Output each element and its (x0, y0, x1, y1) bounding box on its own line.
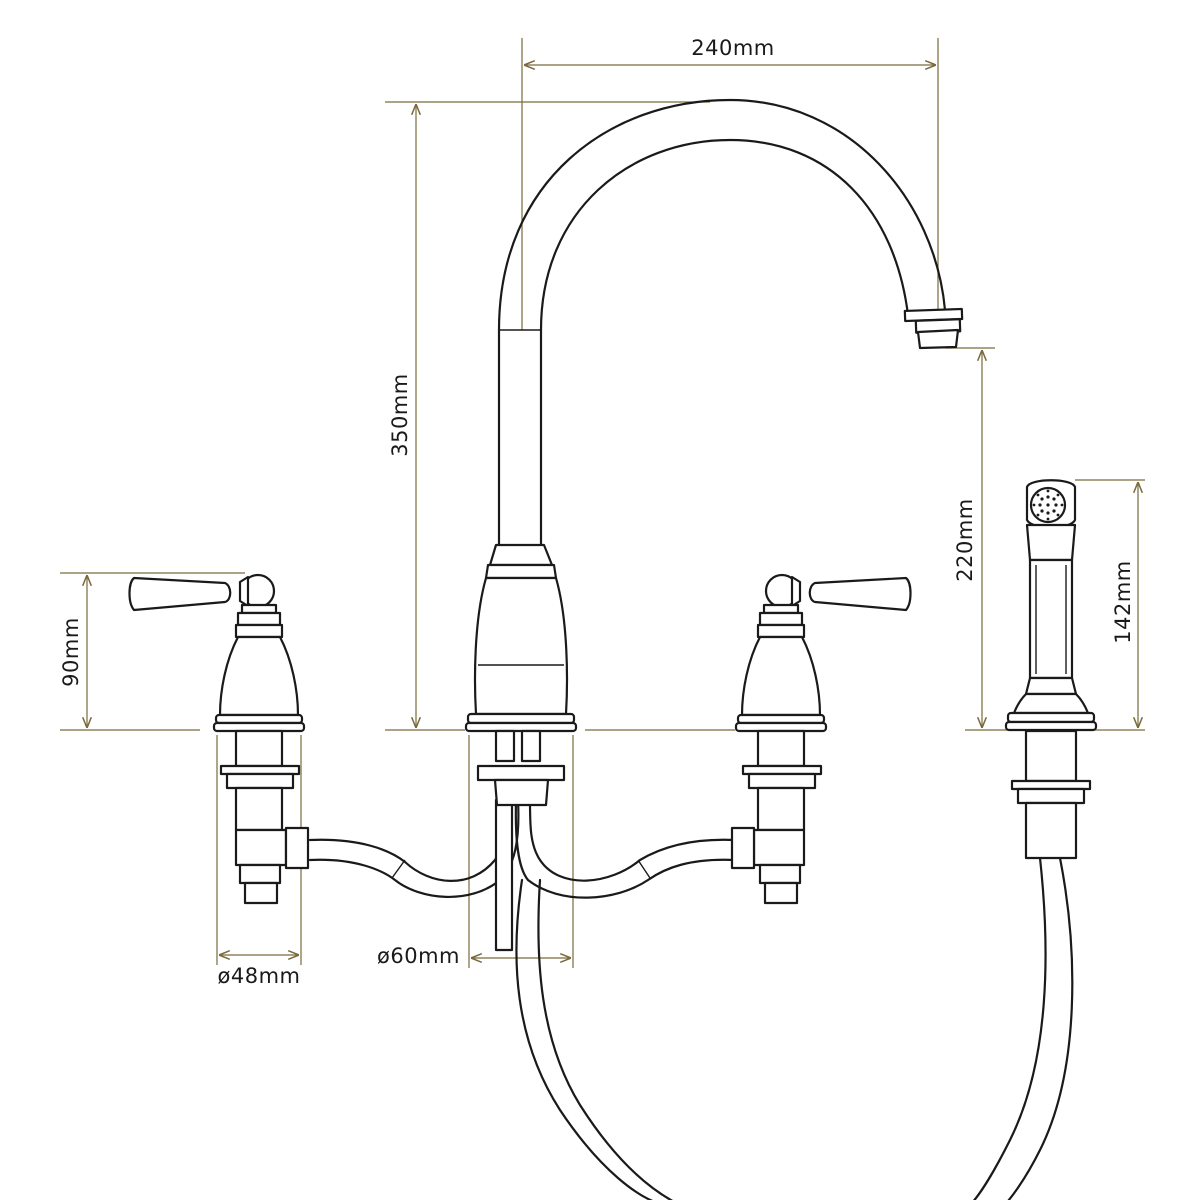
hoses (308, 798, 1074, 1200)
dim-base-diameter: ø60mm (377, 944, 460, 968)
dim-overall-height: 350mm (388, 373, 412, 457)
dim-spout-reach: 240mm (691, 36, 775, 60)
right-lever-handle (764, 573, 912, 612)
left-lever-handle (128, 573, 276, 612)
left-hot-valve (128, 573, 310, 905)
dimension-lines (60, 38, 1145, 968)
side-spray (1004, 479, 1098, 860)
dim-valve-diameter: ø48mm (218, 964, 301, 988)
dim-spout-clearance: 220mm (953, 498, 977, 582)
spout-body (464, 543, 578, 807)
dim-handle-height: 90mm (59, 617, 83, 687)
spray-nozzle-holes (1032, 489, 1064, 521)
dimension-labels: 240mm 350mm 220mm 90mm 142mm ø60mm ø48mm (59, 36, 1135, 988)
right-cold-valve (730, 573, 912, 905)
dim-spray-height: 142mm (1111, 560, 1135, 644)
gooseneck-spout (497, 98, 964, 547)
